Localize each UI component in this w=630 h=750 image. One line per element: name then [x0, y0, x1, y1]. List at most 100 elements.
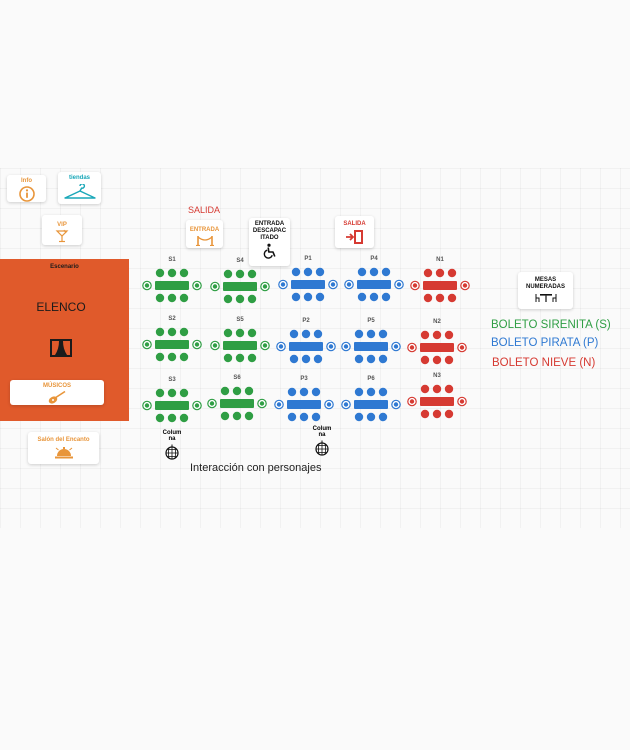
stage-cast-label: ELENCO [36, 300, 86, 314]
table-top [223, 282, 257, 291]
seat-end-dot [393, 344, 399, 349]
info-label: Info [21, 178, 32, 184]
table-top [420, 343, 454, 352]
seat [299, 387, 309, 397]
seat [179, 352, 189, 362]
seat [303, 292, 313, 302]
seat [155, 327, 165, 337]
seat [167, 413, 177, 423]
table-seats-graphic [210, 328, 270, 363]
seat [354, 387, 364, 397]
table-seats-graphic [407, 384, 467, 419]
seat [179, 327, 189, 337]
seat [235, 294, 245, 304]
table-pirata[interactable]: P2 [275, 318, 337, 366]
seat [244, 386, 254, 396]
seat-end-dot [462, 283, 468, 288]
numbered-tables-card[interactable]: MESAS NUMERADAS [518, 272, 573, 309]
seat [420, 330, 430, 340]
table-seats-graphic [142, 268, 202, 303]
seat [155, 352, 165, 362]
table-nieve[interactable]: N1 [409, 257, 471, 305]
table-code: S5 [236, 317, 244, 323]
table-top [220, 399, 254, 408]
table-sirena[interactable]: S1 [141, 257, 203, 305]
seat [311, 412, 321, 422]
exit-card[interactable]: SALIDA [335, 216, 374, 248]
seat [291, 267, 301, 277]
table-seats-graphic [410, 268, 470, 303]
table-sirena[interactable]: S2 [141, 316, 203, 364]
seat [447, 293, 457, 303]
seat [420, 384, 430, 394]
table-sirena[interactable]: S5 [209, 317, 271, 365]
vip-label: VIP [57, 222, 67, 228]
seat [291, 292, 301, 302]
info-card[interactable]: Info [7, 175, 46, 202]
seat-end-dot [144, 403, 150, 408]
seat-end-dot [276, 402, 282, 407]
seat-end-dot [343, 344, 349, 349]
seat [311, 387, 321, 397]
seat [167, 327, 177, 337]
vip-card[interactable]: VIP [42, 215, 82, 245]
shops-card[interactable]: tiendas [58, 172, 101, 204]
seat [420, 409, 430, 419]
service-bell-icon [54, 445, 74, 459]
table-code: P6 [367, 376, 375, 382]
table-pirata[interactable]: P4 [343, 256, 405, 304]
seat [223, 328, 233, 338]
table-code: N2 [433, 319, 441, 325]
seat [155, 413, 165, 423]
seat-end-dot [459, 399, 465, 404]
seat-end-dot [459, 345, 465, 350]
seat [315, 292, 325, 302]
column-label: Colum na [162, 430, 182, 442]
table-chairs-icon [535, 293, 557, 303]
seat [299, 412, 309, 422]
table-seats-graphic [407, 330, 467, 365]
legend-sirena: BOLETO SIRENITA (S) [491, 319, 611, 331]
seat [235, 328, 245, 338]
table-sirena[interactable]: S3 [141, 377, 203, 425]
seat [289, 329, 299, 339]
seat [289, 354, 299, 364]
entrance-card[interactable]: ENTRADA [186, 220, 223, 248]
seat [313, 329, 323, 339]
musicians-card[interactable]: MÚSICOS [10, 380, 104, 405]
seat [435, 268, 445, 278]
seat [235, 269, 245, 279]
table-code: S3 [168, 377, 176, 383]
seat [287, 412, 297, 422]
table-seats-graphic [274, 387, 334, 422]
seat [247, 353, 257, 363]
table-top [357, 280, 391, 289]
seat-end-dot [330, 282, 336, 287]
seat [432, 355, 442, 365]
cocktail-icon [55, 229, 69, 243]
seat-end-dot [259, 401, 265, 406]
seat-end-dot [194, 342, 200, 347]
seat [435, 293, 445, 303]
seat [444, 409, 454, 419]
info-icon [18, 186, 35, 202]
table-pirata[interactable]: P1 [277, 256, 339, 304]
accessible-entrance-card[interactable]: ENTRADA DESCAPAC ITADO [249, 218, 290, 266]
table-pirata[interactable]: P5 [340, 318, 402, 366]
seat [444, 355, 454, 365]
table-pirata[interactable]: P3 [273, 376, 335, 424]
seat [378, 329, 388, 339]
table-top [354, 400, 388, 409]
table-nieve[interactable]: N3 [406, 373, 468, 421]
salon-card[interactable]: Salón del Encanto [28, 432, 99, 464]
table-sirena[interactable]: S6 [206, 375, 268, 423]
table-pirata[interactable]: P6 [340, 376, 402, 424]
seat [315, 267, 325, 277]
table-nieve[interactable]: N2 [406, 319, 468, 367]
table-sirena[interactable]: S4 [209, 258, 271, 306]
seat [366, 354, 376, 364]
seat-end-dot [412, 283, 418, 288]
seat [232, 411, 242, 421]
seat [432, 409, 442, 419]
seat [301, 329, 311, 339]
